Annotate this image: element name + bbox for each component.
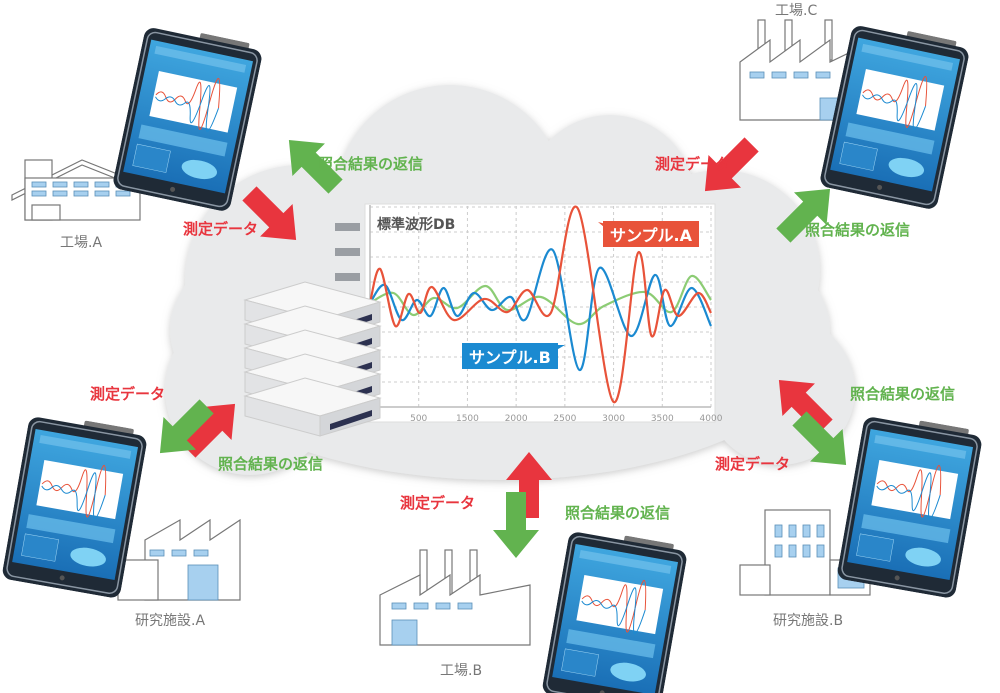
label-lab-b: 研究施設.B bbox=[773, 613, 844, 629]
series-line-sample-b bbox=[369, 248, 713, 372]
callout-sample-a: サンプル.A bbox=[603, 221, 699, 247]
tablet-lab-b bbox=[836, 411, 984, 599]
label-return-factory-b: 照合結果の返信 bbox=[565, 504, 671, 522]
label-return-lab-b: 照合結果の返信 bbox=[850, 385, 956, 403]
server-unit bbox=[243, 377, 382, 437]
factory-b-building bbox=[379, 549, 531, 646]
database-indicator-icon bbox=[335, 223, 360, 281]
label-send-factory-b: 測定データ bbox=[400, 494, 476, 512]
label-factory-a: 工場.A bbox=[60, 235, 103, 251]
chart-title: 標準波形DB bbox=[377, 217, 456, 233]
label-lab-a: 研究施設.A bbox=[135, 613, 206, 629]
x-tick-label: 3500 bbox=[651, 414, 674, 424]
label-factory-b: 工場.B bbox=[440, 663, 483, 679]
callout-sample-b: サンプル.B bbox=[462, 343, 558, 369]
factory-c-building bbox=[739, 19, 856, 121]
label-return-factory-a: 照合結果の返信 bbox=[318, 155, 424, 173]
label-return-factory-c: 照合結果の返信 bbox=[805, 221, 911, 239]
x-tick-label: 1500 bbox=[456, 414, 479, 424]
label-send-lab-b: 測定データ bbox=[715, 455, 791, 473]
x-tick-label: 4000 bbox=[700, 414, 723, 424]
label-factory-c: 工場.C bbox=[775, 3, 818, 19]
tablet-factory-b bbox=[541, 526, 689, 693]
series-line-green bbox=[369, 274, 712, 326]
server-stack-icon bbox=[243, 281, 382, 437]
x-tick-label: 500 bbox=[410, 414, 427, 424]
lab-a-building bbox=[117, 518, 241, 601]
label-send-factory-a: 測定データ bbox=[183, 220, 259, 238]
x-tick-label: 2500 bbox=[553, 414, 576, 424]
tablet-factory-c bbox=[819, 19, 972, 210]
label-return-lab-a: 照合結果の返信 bbox=[218, 455, 324, 473]
series-line-sample-a bbox=[368, 205, 712, 404]
label-send-factory-c: 測定データ bbox=[655, 155, 731, 173]
x-tick-label: 2000 bbox=[505, 414, 528, 424]
x-tick-label: 3000 bbox=[602, 414, 625, 424]
label-send-lab-a: 測定データ bbox=[90, 385, 166, 403]
